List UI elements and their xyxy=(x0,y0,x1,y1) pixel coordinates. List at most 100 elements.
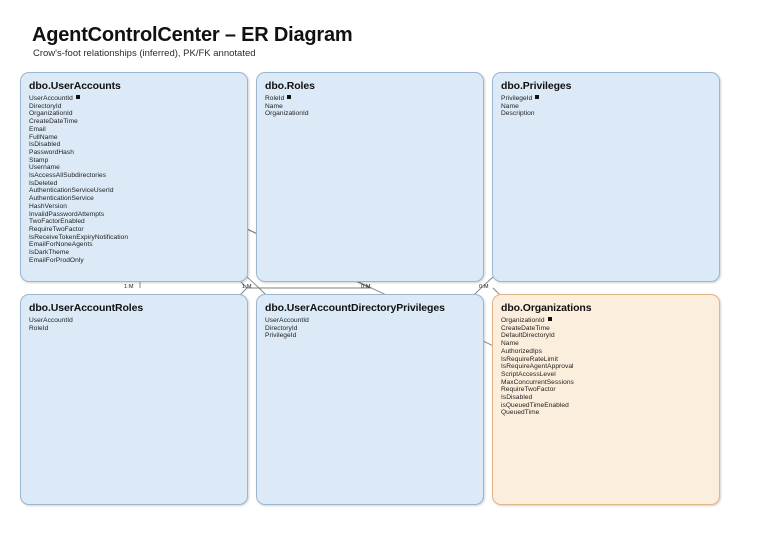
entity-field: IsRequireRateLimit xyxy=(501,356,719,364)
entity-field-label: PrivilegeId xyxy=(501,95,533,102)
entity-field: RequireTwoFactor xyxy=(29,226,247,234)
entity-field-label: AuthenticationServiceUserId xyxy=(29,187,114,195)
entity-field-label: MaxConcurrentSessions xyxy=(501,378,574,386)
entity-field-label: IsReceiveTokenExpiryNotification xyxy=(29,233,129,241)
entity-field: QueuedTime xyxy=(501,409,719,417)
entity-field: UserAccountId xyxy=(265,317,483,325)
entity-field-label: ScriptAccessLevel xyxy=(501,370,556,378)
entity-field-label: AuthorizedIps xyxy=(501,347,542,355)
entity-field: OrganizationId xyxy=(29,110,247,118)
entity-field-label: HashVersion xyxy=(29,202,67,210)
entity-field: IsDisabled xyxy=(501,394,719,402)
entity-field-label: UserAccountId xyxy=(29,317,73,324)
entity-field-label: IsRequireRateLimit xyxy=(501,355,558,363)
entity-field: TwoFactorEnabled xyxy=(29,218,247,226)
primary-key-icon xyxy=(535,95,540,99)
entity-title: dbo.UserAccountDirectoryPrivileges xyxy=(265,302,445,314)
entity-field-label: PrivilegeId xyxy=(265,332,297,340)
entity-field: FullName xyxy=(29,134,247,142)
entity-field: UserAccountId xyxy=(29,317,247,325)
entity-field: IsReceiveTokenExpiryNotification xyxy=(29,234,247,242)
entity-field-label: DefaultDirectoryId xyxy=(501,332,555,340)
entity-field-primary-key: PrivilegeId xyxy=(501,95,719,103)
entity-field: Name xyxy=(501,340,719,348)
entity-field-label: Name xyxy=(265,102,283,110)
entity-field-label: CreateDateTime xyxy=(29,118,78,126)
entity-field: MaxConcurrentSessions xyxy=(501,379,719,387)
entity-field-label: OrganizationId xyxy=(29,110,73,118)
entity-field-label: DirectoryId xyxy=(29,102,62,110)
entity-field-label: RequireTwoFactor xyxy=(501,386,556,394)
entity-field-label: RoleId xyxy=(265,95,285,102)
entity-field-label: Stamp xyxy=(29,156,49,164)
entity-field: DirectoryId xyxy=(265,325,483,333)
entity-field-label: UserAccountId xyxy=(29,95,73,102)
entity-field-label: IsDarkTheme xyxy=(29,249,70,257)
entity-field-label: UserAccountId xyxy=(265,317,309,324)
entity-title: dbo.UserAccountRoles xyxy=(29,302,144,314)
entity-field-label: FullName xyxy=(29,133,58,141)
entity-title: dbo.Privileges xyxy=(501,80,572,92)
entity-field: Name xyxy=(501,103,719,111)
entity-field: AuthenticationService xyxy=(29,195,247,203)
entity-field: AuthorizedIps xyxy=(501,348,719,356)
entity-field-label: QueuedTime xyxy=(501,409,540,417)
entity-field: IsAccessAllSubdirectories xyxy=(29,172,247,180)
entity-field-label: Email xyxy=(29,125,46,133)
entity-field-label: EmailForNoneAgents xyxy=(29,241,93,249)
entity-field: IsDeleted xyxy=(29,180,247,188)
entity-field-label: IsAccessAllSubdirectories xyxy=(29,172,107,180)
entity-field: CreateDateTime xyxy=(29,118,247,126)
entity-field-label: AuthenticationService xyxy=(29,195,94,203)
entity-field: Username xyxy=(29,164,247,172)
entity-field: Stamp xyxy=(29,157,247,165)
entity-field-label: isQueuedTimeEnabled xyxy=(501,401,569,409)
entity-field-label: RoleId xyxy=(29,324,49,332)
entity-field: isQueuedTimeEnabled xyxy=(501,402,719,410)
entity-field: HashVersion xyxy=(29,203,247,211)
entity-field-label: OrganizationId xyxy=(265,110,309,118)
entity-field-label: OrganizationId xyxy=(501,317,545,324)
entity-field: Email xyxy=(29,126,247,134)
primary-key-icon xyxy=(287,95,292,99)
entity-field: Description xyxy=(501,110,719,118)
entity-field-label: Description xyxy=(501,110,535,118)
entity-field: EmailForProdOnly xyxy=(29,257,247,265)
entity-field-label: InvalidPasswordAttempts xyxy=(29,210,105,218)
entity-field: IsDisabled xyxy=(29,141,247,149)
entity-field-label: DirectoryId xyxy=(265,324,298,332)
entity-field-label: EmailForProdOnly xyxy=(29,256,84,264)
entity-field-label: Username xyxy=(29,164,60,172)
entity-field: RoleId xyxy=(29,325,247,333)
cardinality-label: 0:M xyxy=(361,284,371,290)
entity-title: dbo.Organizations xyxy=(501,302,592,314)
entity-field-label: PasswordHash xyxy=(29,148,74,156)
entity-title: dbo.Roles xyxy=(265,80,315,92)
entity-field-label: IsDeleted xyxy=(29,179,58,187)
cardinality-label: 0:M xyxy=(479,284,489,290)
page-subtitle: Crow's-foot relationships (inferred), PK… xyxy=(33,48,256,59)
entity-field-primary-key: OrganizationId xyxy=(501,317,719,325)
entity-field: Name xyxy=(265,103,483,111)
cardinality-label: 1:M xyxy=(124,284,134,290)
entity-field-label: CreateDateTime xyxy=(501,324,550,332)
entity-field: PasswordHash xyxy=(29,149,247,157)
entity-field-label: Name xyxy=(501,102,519,110)
entity-field: DirectoryId xyxy=(29,103,247,111)
primary-key-icon xyxy=(75,95,80,99)
entity-field: OrganizationId xyxy=(265,110,483,118)
entity-field-label: Name xyxy=(501,340,519,348)
entity-field: InvalidPasswordAttempts xyxy=(29,211,247,219)
